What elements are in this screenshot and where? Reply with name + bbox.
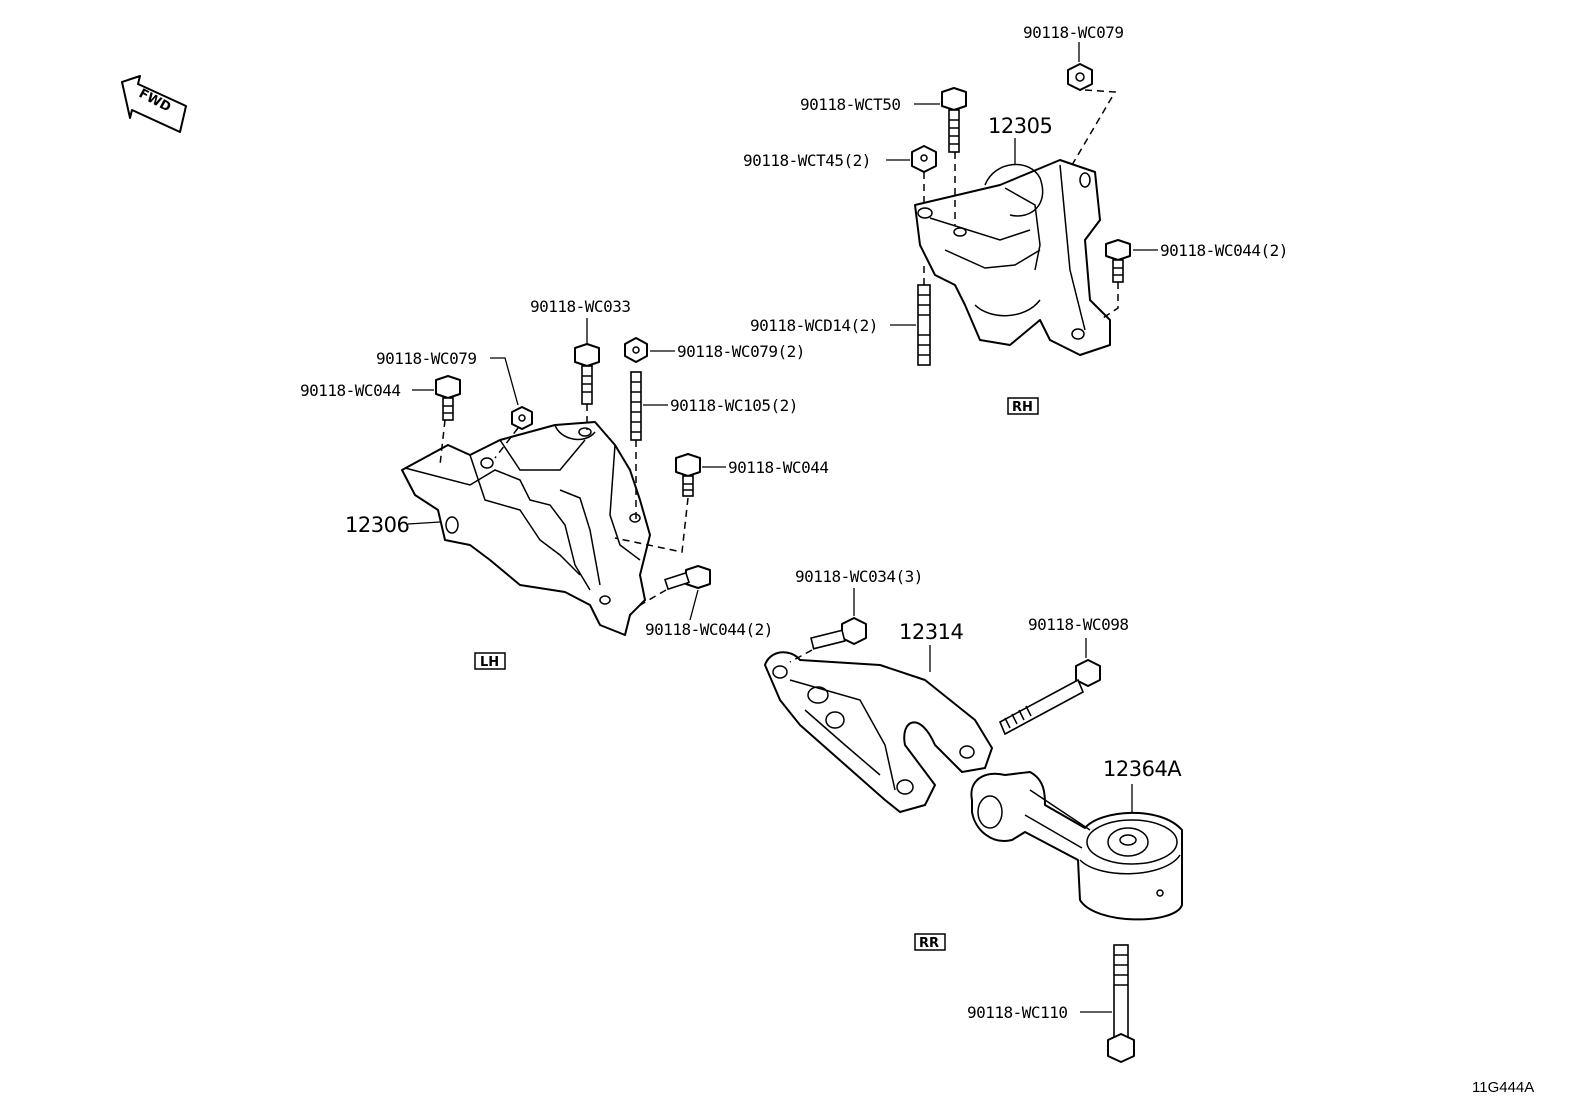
label-part-12306: 12306 — [345, 513, 409, 537]
label-lh-wc033: 90118-WC033 — [530, 297, 630, 316]
lh-stud-wc105-icon — [630, 371, 642, 441]
rr-mount-group: 90118-WC034(3) 90118-WC098 90118-WC110 1… — [764, 567, 1183, 1063]
torque-rod-12364a-icon — [970, 771, 1183, 921]
tag-rh: RH — [1012, 400, 1033, 415]
label-rh-wct50: 90118-WCT50 — [800, 95, 900, 114]
rr-bolt-wc098-icon — [998, 659, 1101, 736]
lh-nut-wc079-icon — [511, 406, 533, 430]
rear-bracket-12314-icon — [764, 651, 993, 813]
label-part-12364a: 12364A — [1103, 757, 1182, 781]
rh-nut-wct45-icon — [911, 145, 937, 173]
rh-nut-wc079-icon — [1067, 63, 1093, 91]
engine-mount-lh-icon — [401, 421, 651, 636]
lh-bolt-wc033-icon — [574, 343, 600, 405]
lh-bolt-wc044-right-icon — [675, 453, 701, 497]
label-rr-wc110: 90118-WC110 — [967, 1003, 1067, 1022]
label-rh-wc044: 90118-WC044(2) — [1160, 241, 1288, 260]
label-rh-wct45: 90118-WCT45(2) — [743, 151, 871, 170]
rr-bolt-wc034-icon — [810, 617, 867, 650]
label-rr-wc098: 90118-WC098 — [1028, 615, 1128, 634]
label-rh-wcd14: 90118-WCD14(2) — [750, 316, 878, 335]
label-part-12305: 12305 — [988, 114, 1052, 138]
label-part-12314: 12314 — [899, 620, 963, 644]
label-lh-wc079: 90118-WC079 — [376, 349, 476, 368]
label-lh-wc044-b: 90118-WC044 — [728, 458, 828, 477]
rh-bolt-wc044-icon — [1105, 239, 1131, 283]
rr-bolt-wc110-icon — [1107, 944, 1135, 1063]
fwd-arrow-icon: FWD — [121, 75, 187, 133]
label-rh-wc079: 90118-WC079 — [1023, 23, 1123, 42]
engine-mount-rh-icon — [914, 159, 1111, 356]
tag-lh: LH — [480, 655, 499, 670]
lh-bolt-wc044-2-icon — [663, 565, 711, 591]
rh-stud-wcd14-icon — [917, 284, 931, 366]
lh-engine-mount-group: 90118-WC033 90118-WC079 90118-WC079(2) 9… — [300, 297, 829, 670]
lh-nut-wc079-2-icon — [624, 337, 648, 363]
lh-bolt-wc044-left-icon — [435, 375, 461, 421]
label-lh-wc044: 90118-WC044 — [300, 381, 400, 400]
label-rr-wc034: 90118-WC034(3) — [795, 567, 923, 586]
rh-bolt-wct50-icon — [941, 87, 967, 153]
rh-engine-mount-group: 90118-WC079 90118-WCT50 90118-WCT45(2) 9… — [743, 23, 1288, 415]
tag-rr: RR — [919, 936, 939, 951]
label-lh-wc044-2: 90118-WC044(2) — [645, 620, 773, 639]
label-lh-wc105: 90118-WC105(2) — [670, 396, 798, 415]
label-lh-wc079-2: 90118-WC079(2) — [677, 342, 805, 361]
diagram-code: 11G444A — [1472, 1079, 1534, 1096]
